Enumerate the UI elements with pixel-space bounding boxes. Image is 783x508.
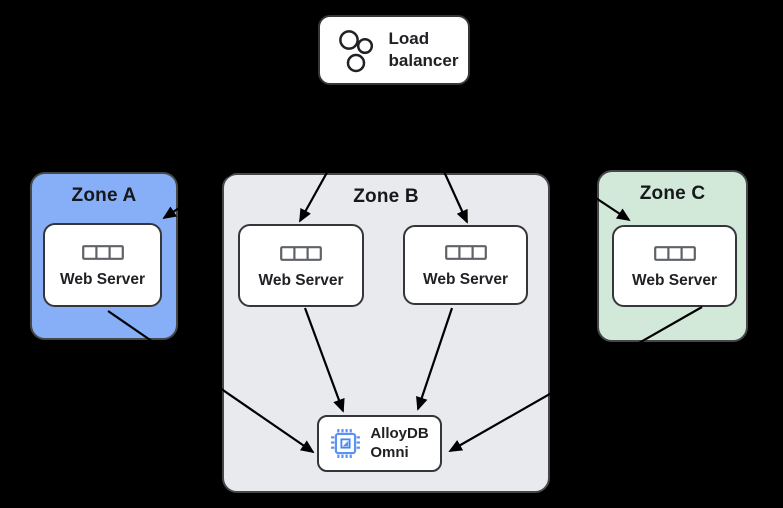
zone-a-label: Zone A: [71, 185, 137, 206]
load-balancer-circles-icon: [334, 26, 378, 74]
zone-b-web-server-1-node: Web Server: [238, 224, 364, 307]
chip-icon: [330, 428, 361, 459]
zone-b-web-server-2-node: Web Server: [403, 225, 528, 305]
zone-a-web-server-node: Web Server: [43, 223, 162, 307]
server-icon: [444, 245, 487, 260]
load-balancer-node: Load balancer: [318, 15, 470, 85]
load-balancer-label: Load balancer: [388, 29, 459, 70]
web-server-label: Web Server: [59, 271, 145, 288]
web-server-label: Web Server: [631, 272, 717, 289]
zone-c-label: Zone C: [639, 183, 706, 204]
zone-b-label: Zone B: [353, 186, 419, 207]
alloydb-omni-label: AlloyDB Omni: [370, 424, 429, 461]
server-icon: [81, 245, 124, 260]
server-icon: [280, 245, 322, 261]
web-server-label: Web Server: [422, 271, 508, 288]
web-server-label: Web Server: [258, 271, 344, 289]
server-icon: [653, 246, 696, 261]
alloydb-omni-node: AlloyDB Omni: [317, 415, 442, 472]
zone-c-web-server-node: Web Server: [612, 225, 737, 307]
